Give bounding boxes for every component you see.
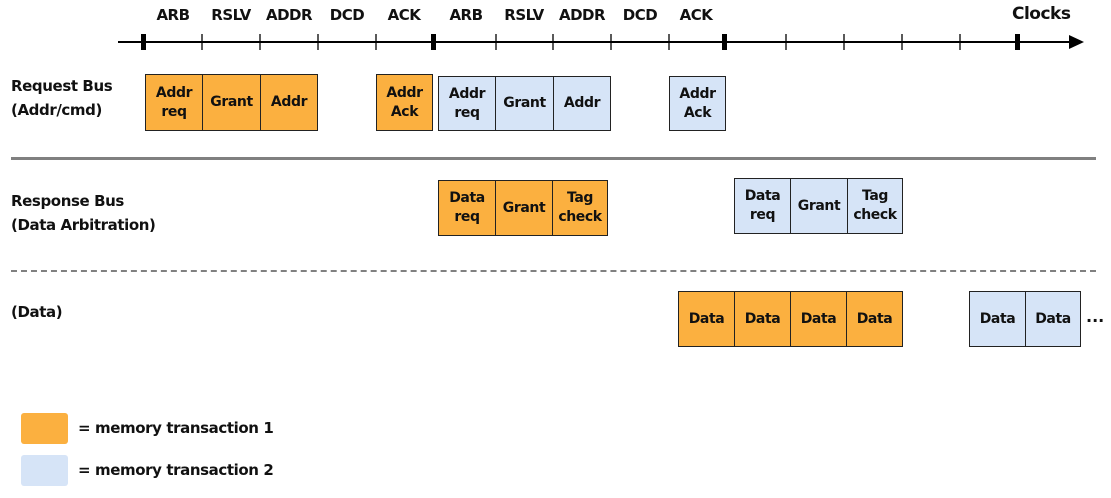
request-box: Grant [202,74,261,131]
request-box: Addr [553,76,611,131]
response-box: Tag check [552,180,608,236]
phase-label: ARB [449,6,483,24]
divider-dashed [11,270,1096,272]
phase-label: DCD [622,6,658,24]
response-bus-label: Response Bus (Data Arbitration) [11,192,156,234]
phase-label: RSLV [211,6,251,24]
data-box: Data [846,291,903,347]
phase-label: ADDR [558,6,606,24]
request-box: Addr Ack [376,74,433,131]
legend-swatch-transaction-2 [21,455,68,486]
axis-arrowhead [1069,35,1084,49]
clocks-axis-label: Clocks [1012,4,1071,24]
legend-swatch-transaction-1 [21,413,68,444]
phase-label: ARB [156,6,190,24]
phase-label: ACK [679,6,713,24]
request-box: Addr req [145,74,203,131]
response-box: Data req [438,180,496,236]
request-box: Grant [495,76,554,131]
continuation-ellipsis: ... [1086,307,1105,326]
data-box: Data [790,291,847,347]
data-box: Data [678,291,735,347]
phase-label: ACK [387,6,421,24]
response-box: Data req [734,178,791,234]
legend-label-transaction-2: = memory transaction 2 [78,461,274,479]
response-box: Tag check [847,178,903,234]
request-box: Addr Ack [669,76,726,131]
legend-label-transaction-1: = memory transaction 1 [78,419,274,437]
minor-ticks [201,34,961,50]
phase-label: RSLV [504,6,544,24]
data-box: Data [734,291,791,347]
divider-solid [11,157,1096,160]
timeline-axis [118,34,1084,50]
data-box: Data [1025,291,1081,347]
request-bus-label: Request Bus (Addr/cmd) [11,77,113,119]
major-ticks [141,34,1020,50]
phase-label: DCD [329,6,365,24]
response-box: Grant [790,178,848,234]
request-box: Addr req [438,76,496,131]
request-box: Addr [260,74,318,131]
phase-label: ADDR [265,6,313,24]
data-row-label: (Data) [11,303,63,321]
response-box: Grant [495,180,553,236]
data-box: Data [969,291,1026,347]
